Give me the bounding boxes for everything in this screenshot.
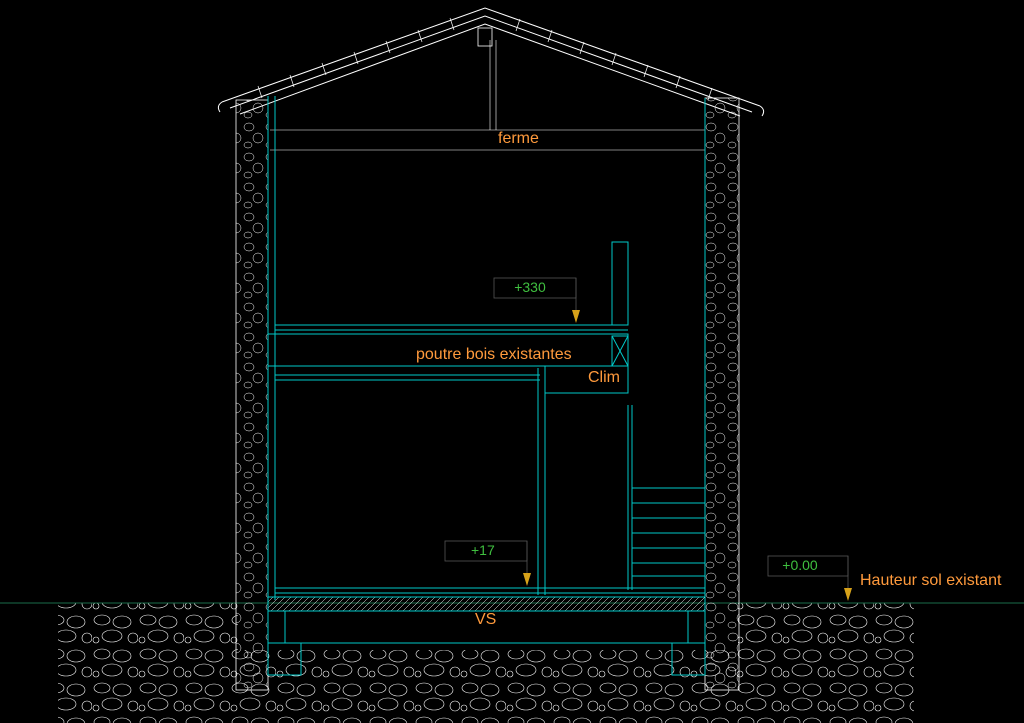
level-upper: +330 (514, 279, 546, 295)
label-vs: VS (475, 611, 497, 628)
label-clim: Clim (588, 369, 620, 386)
level-markers (523, 310, 852, 601)
level-boxes (444, 277, 849, 588)
truss (270, 40, 705, 151)
interior-structure (267, 96, 706, 676)
ground-soil (0, 602, 1024, 723)
label-hauteur-sol: Hauteur sol existant (860, 572, 1002, 589)
label-ferme: ferme (498, 130, 539, 147)
label-poutre: poutre bois existantes (416, 346, 572, 363)
level-lower: +17 (471, 542, 495, 558)
level-ground: +0.00 (782, 557, 818, 573)
roof (217, 7, 765, 117)
